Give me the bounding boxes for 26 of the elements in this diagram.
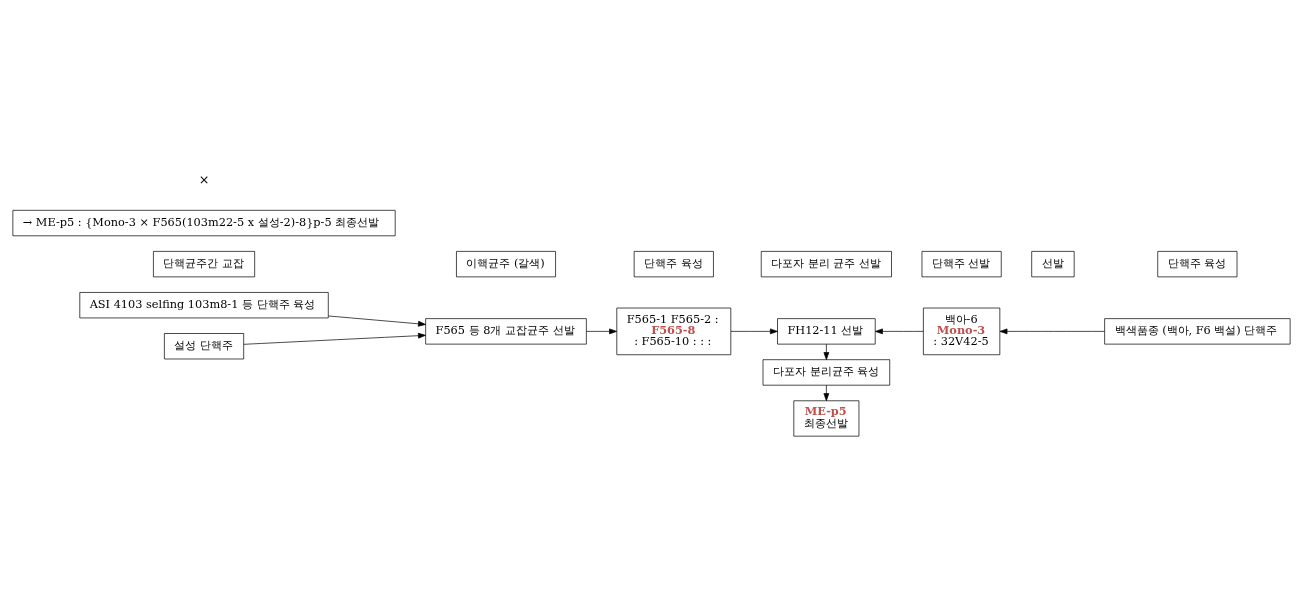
arrow [586, 328, 617, 335]
node-box: 백색품종 (백아, F6 백설) 단핵주 [1104, 318, 1291, 345]
arrow [823, 343, 830, 360]
node-box: 이핵균주 (갈색) [456, 251, 556, 278]
node-box: 다포자 분리균주 육성 [762, 359, 891, 386]
node-box: ME-p5 최종선발 [793, 400, 860, 437]
node-box: 단핵주 육성 [633, 251, 714, 278]
arrow [999, 328, 1105, 335]
node-box: F565 등 8개 교잡균주 선발 [425, 318, 587, 345]
node-box: 단핵주 선발 [921, 251, 1002, 278]
node-box: F565-1 F565-2 : F565-8 : F565-10 : : : [616, 307, 732, 356]
node-box: 단핵주 육성 [1157, 251, 1238, 278]
node-box: ASI 4103 selfing 103m8-1 등 단핵주 육성 [79, 292, 329, 319]
node-box: 백아-6 Mono-3 : 32V42-5 [923, 307, 1001, 356]
arrow [243, 332, 426, 345]
arrow [875, 328, 924, 335]
arrow [328, 315, 426, 327]
node-box: 다포자 분리 균주 선발 [760, 251, 892, 278]
label: × [198, 172, 210, 188]
node-box: 선발 [1031, 251, 1075, 278]
node-box: 단핵균주간 교잡 [153, 251, 255, 278]
arrow [730, 328, 778, 335]
node-box: 설성 단핵주 [164, 333, 245, 360]
node-box: FH12-11 선발 [777, 318, 876, 345]
node-box: → ME-p5 : {Mono-3 × F565(103m22-5 x 설성-2)-8}p-5 최종선발 [12, 209, 396, 237]
arrow [823, 384, 830, 402]
